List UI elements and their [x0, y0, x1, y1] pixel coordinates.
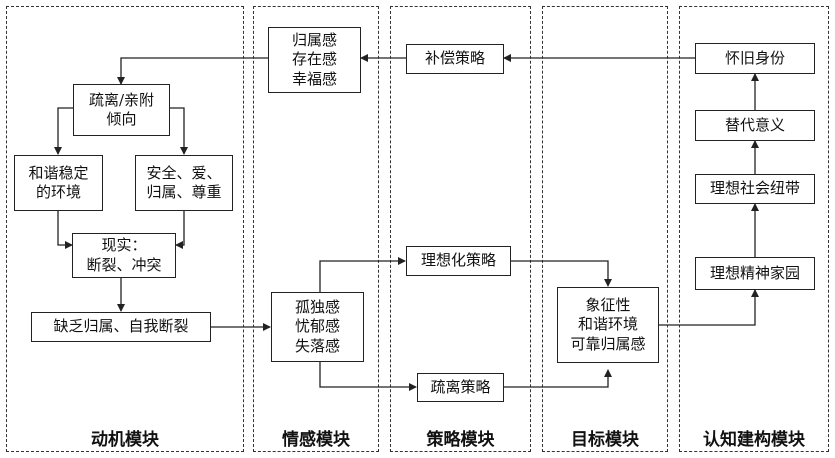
- symbolic-goal-box: 象征性 和谐环境 可靠归属感: [557, 287, 659, 363]
- strategy-module: [390, 6, 531, 452]
- alienation-attachment-box: 疏离/亲附 倾向: [73, 84, 170, 136]
- safety-love-needs-box: 安全、爱、 归属、尊重: [135, 155, 233, 211]
- motivation-module-title: 动机模块: [91, 430, 159, 450]
- harmonious-environment-box: 和谐稳定 的环境: [14, 155, 103, 211]
- reality-conflict-box: 现实： 断裂、冲突: [72, 233, 176, 278]
- nostalgic-identity-box: 怀旧身份: [695, 43, 815, 74]
- idealization-strategy-box: 理想化策略: [406, 246, 511, 276]
- motivation-module: [6, 6, 244, 452]
- compensation-strategy-box: 补偿策略: [406, 44, 504, 74]
- alienation-strategy-box: 疏离策略: [417, 373, 504, 402]
- ideal-spiritual-home-box: 理想精神家园: [695, 257, 815, 290]
- goal-module-title: 目标模块: [571, 430, 639, 450]
- belonging-existence-happiness-box: 归属感 存在感 幸福感: [268, 27, 361, 93]
- emotion-module-title: 情感模块: [282, 430, 350, 450]
- strategy-module-title: 策略模块: [426, 430, 495, 450]
- lack-belonging-box: 缺乏归属、自我断裂: [31, 312, 211, 342]
- cognitive-module: [679, 6, 829, 452]
- loneliness-depression-loss-box: 孤独感 忧郁感 失落感: [271, 292, 364, 362]
- alternative-meaning-box: 替代意义: [695, 110, 815, 141]
- goal-module: [542, 6, 668, 452]
- emotion-module: [253, 6, 379, 452]
- cognitive-module-title: 认知建构模块: [703, 430, 805, 450]
- ideal-social-bond-box: 理想社会纽带: [695, 174, 815, 204]
